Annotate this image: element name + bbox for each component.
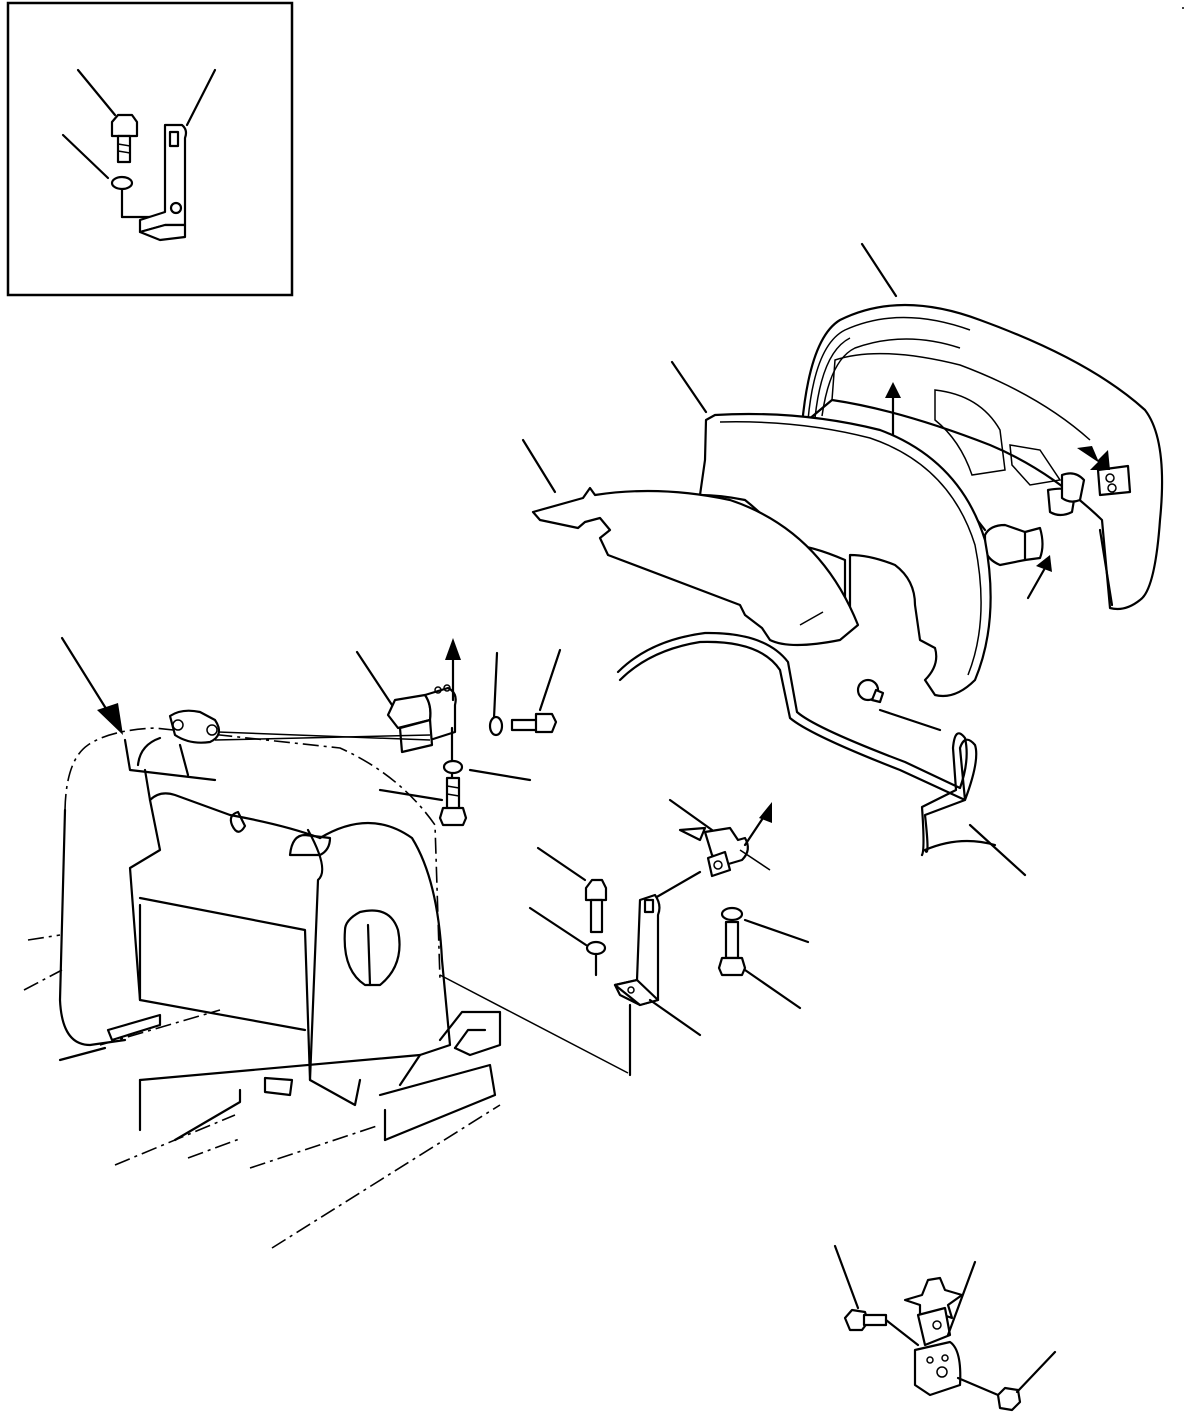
leader-line [878,708,942,732]
leader-line [648,998,702,1037]
washer-icon [585,940,607,956]
leader-line [743,968,802,1010]
leader-line [1015,1350,1057,1394]
bolt-icon [584,878,608,934]
nut-icon [996,1386,1022,1412]
fender-outer-shell [800,242,1164,611]
detail-inset [6,1,294,297]
leader-line [668,798,714,832]
leader-line [492,651,499,720]
arrow-icon [1077,446,1110,470]
arrow-icon [759,802,772,823]
hinge-bracket [355,638,562,827]
leader-line [968,823,1027,877]
bolt-icon [510,712,558,734]
support-bracket [528,798,810,1077]
leader-line [528,906,588,947]
bolt-icon [438,776,468,827]
edge-trim-seal [616,631,1027,877]
leader-line [60,636,112,717]
leader-line [860,242,898,298]
leader-line [355,650,394,707]
leader-line [521,438,557,494]
leader-line [538,648,562,712]
arrow-icon [445,638,461,660]
bolt-icon [843,1308,888,1332]
leader-line [946,1260,977,1337]
leader-line [743,918,810,944]
inset-frame [6,1,294,297]
bracket-icon [138,123,188,242]
arrow-icon [97,703,123,735]
leader-line [76,68,117,117]
washer-icon [720,906,744,922]
clip-screw [856,678,942,732]
washer-icon [488,715,504,737]
leader-line [536,846,587,882]
machine-body [23,636,629,1249]
leader-line [670,360,708,414]
leader-line [833,1244,860,1310]
washer-icon [442,759,464,775]
washer-icon [110,175,134,191]
bolt-icon [110,113,139,164]
leader-line [61,133,110,180]
fender-liner [521,438,860,647]
leader-line [468,768,532,782]
leader-line [185,68,217,127]
leader-line [378,788,444,802]
bolt-icon [717,920,747,977]
detail-hinge-plate [833,1244,1057,1412]
